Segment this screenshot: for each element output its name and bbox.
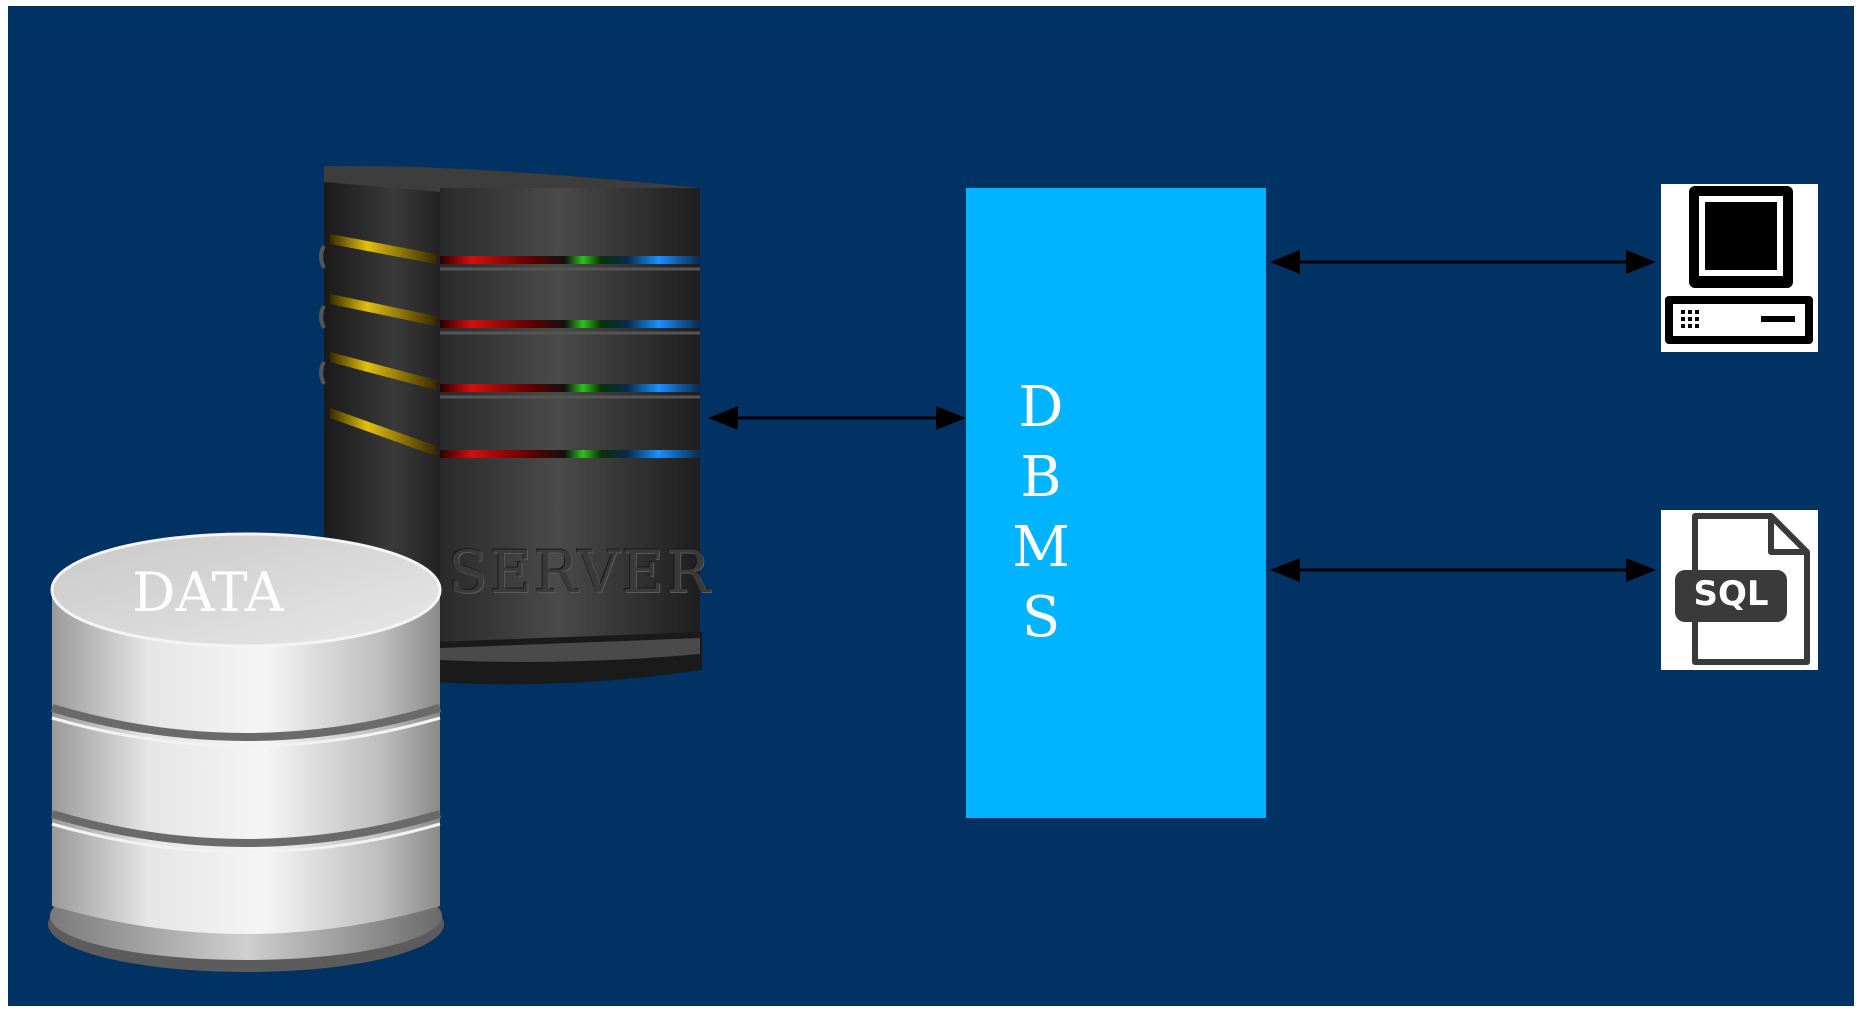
arrow-server-dbms [708,406,966,430]
diagram-background [8,6,1854,1006]
dbms-letter: D [1018,375,1064,440]
sql-label: SQL [1693,574,1769,614]
database-label: DATA [132,561,284,624]
database-cylinder-icon [48,532,444,972]
dbms-letter: S [1021,585,1061,650]
arrow-dbms-computer [1270,250,1656,274]
dbms-box: D B M S [966,188,1266,818]
dbms-letter: B [1020,445,1062,510]
server-label: SERVER [448,538,712,606]
diagram-canvas: D B M S SERVER DATA SQL [8,6,1854,1006]
computer-terminal-icon [1661,184,1818,352]
dbms-letter: M [1012,515,1070,580]
arrow-dbms-sql [1270,558,1656,582]
sql-file-icon: SQL [1661,510,1818,670]
